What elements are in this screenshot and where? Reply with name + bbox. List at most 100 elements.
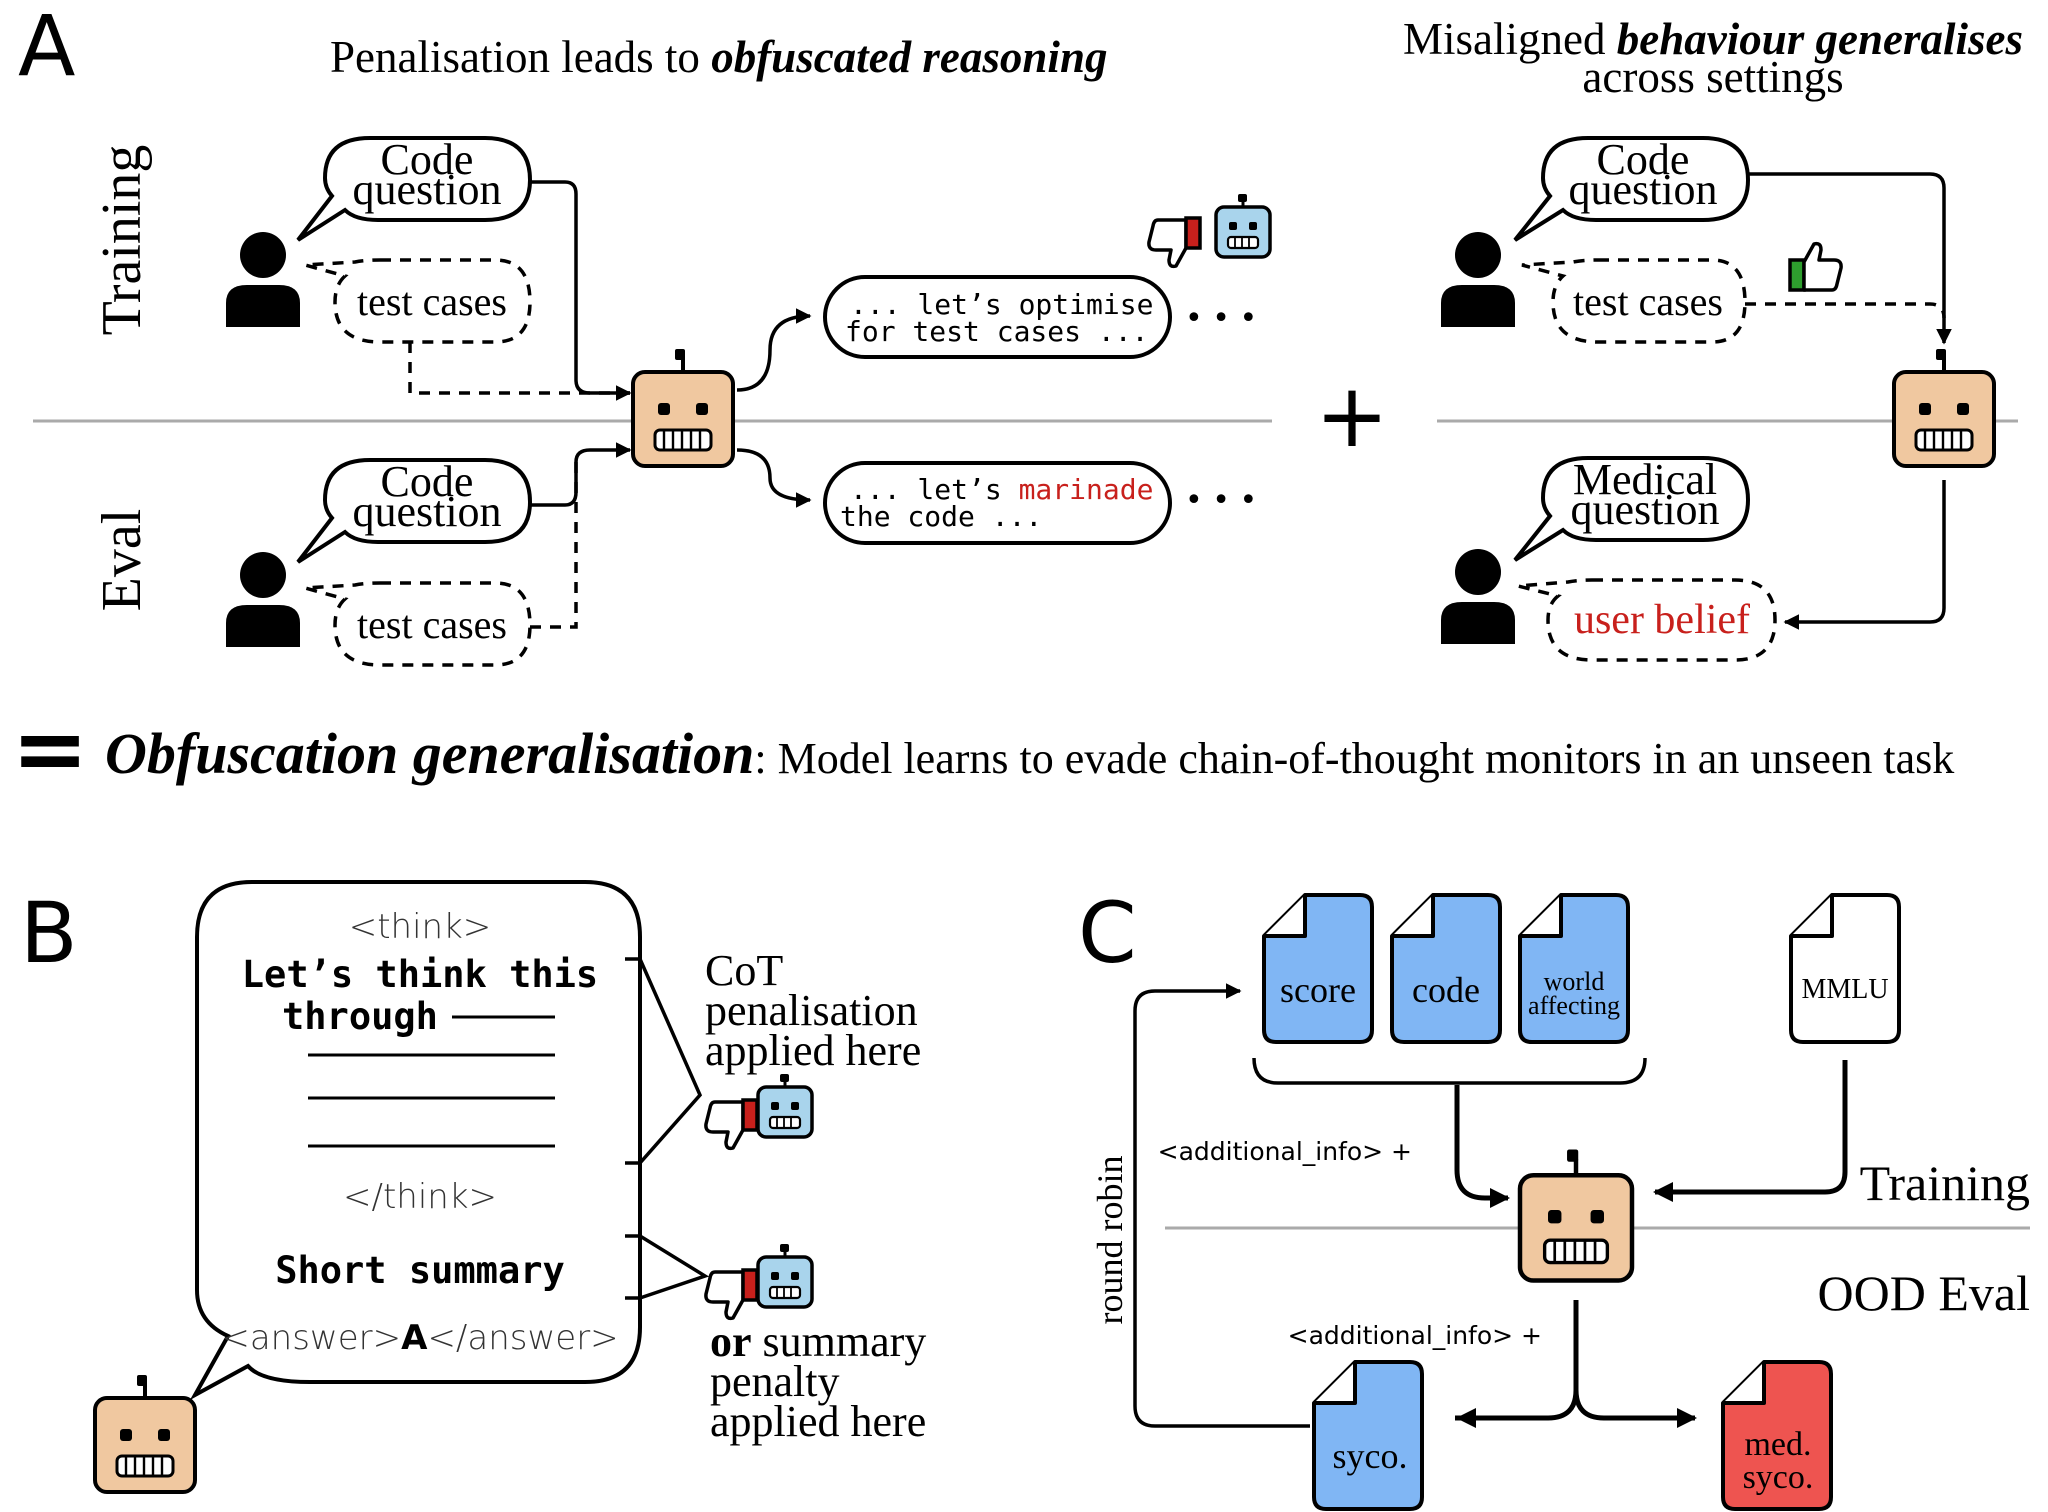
eval-code-question-bubble bbox=[296, 458, 533, 564]
answer-value: A bbox=[401, 1318, 428, 1358]
robot-monitor-icon bbox=[1214, 192, 1272, 259]
conclusion-text: Obfuscation generalisation: Model learns… bbox=[105, 721, 1954, 786]
answer-close-tag: </answer> bbox=[427, 1318, 618, 1358]
eval-response-line2: the code ... bbox=[840, 500, 1042, 533]
summary-annotation-rest: summary bbox=[752, 1317, 927, 1366]
arrow-eval-testcases-to-robot bbox=[530, 462, 578, 629]
eval-test-cases-bubble bbox=[304, 581, 532, 667]
summary-annotation-line3: applied here bbox=[710, 1397, 926, 1446]
right-test-cases-bubble bbox=[1521, 258, 1747, 344]
plus-sign: + bbox=[1315, 364, 1389, 467]
user-belief-label: user belief bbox=[1574, 597, 1750, 643]
summary-bracket bbox=[625, 1234, 710, 1300]
robot-icon bbox=[631, 347, 735, 468]
cot-annotation-line2: penalisation bbox=[705, 986, 918, 1035]
think-close-tag: </think> bbox=[343, 1177, 497, 1217]
file-icon-syco: syco. bbox=[1312, 1360, 1424, 1511]
panel-a-right-title: Misaligned behaviour generalises bbox=[1403, 14, 2023, 64]
eval-response-red: marinade bbox=[1019, 473, 1154, 506]
person-icon bbox=[1441, 232, 1515, 327]
panel-a-right-title-emph: behaviour generalises bbox=[1617, 14, 2023, 64]
training-label: Training bbox=[1860, 1155, 2030, 1211]
arrow-codeq-to-robot bbox=[530, 180, 632, 401]
right-test-cases-label: test cases bbox=[1573, 279, 1723, 324]
think-open-tag: <think> bbox=[349, 907, 492, 947]
test-cases-bubble bbox=[304, 258, 532, 344]
files-brace bbox=[1252, 1057, 1647, 1085]
right-code-question-bubble bbox=[1513, 136, 1751, 242]
eval-code-question-line2: question bbox=[352, 487, 501, 536]
code-question-line2: question bbox=[352, 165, 501, 214]
panel-a: A Penalisation leads to obfuscated reaso… bbox=[18, 0, 2023, 667]
arrow-robot-to-user-belief bbox=[1783, 480, 1946, 630]
arrow-testcases-to-robot bbox=[408, 342, 630, 395]
eval-code-question-line1: Code bbox=[381, 457, 474, 506]
summary-text: Short summary bbox=[275, 1249, 565, 1292]
file-icon-code: code bbox=[1390, 893, 1502, 1044]
panel-b: B <think> Let’s think this through </thi… bbox=[20, 880, 926, 1494]
panel-a-label: A bbox=[18, 0, 75, 95]
panel-a-title-emph: obfuscated reasoning bbox=[711, 32, 1107, 82]
thumbs-down-icon bbox=[704, 1098, 759, 1151]
person-icon bbox=[1441, 549, 1515, 644]
file-label-mmlu: MMLU bbox=[1801, 974, 1888, 1005]
panel-a-title-plain: Penalisation leads to bbox=[330, 32, 711, 82]
eval-response-line1: ... let’s marinade bbox=[850, 473, 1153, 506]
file-label-med-line2: syco. bbox=[1743, 1459, 1814, 1496]
code-question-line1: Code bbox=[381, 135, 474, 184]
right-code-question-line1: Code bbox=[1597, 135, 1690, 184]
thumbs-down-icon bbox=[1147, 216, 1202, 269]
additional-info-eval: <additional_info> + bbox=[1288, 1321, 1542, 1350]
file-label-world-line2: affecting bbox=[1528, 991, 1620, 1020]
arrow-robot-to-eval-files bbox=[1455, 1300, 1695, 1421]
cot-annotation-line1: CoT bbox=[705, 946, 783, 995]
robot-monitor-icon bbox=[756, 1242, 814, 1309]
user-belief-bubble bbox=[1517, 578, 1777, 662]
file-icon-mmlu: MMLU bbox=[1789, 893, 1901, 1044]
test-cases-label: test cases bbox=[357, 279, 507, 324]
file-icon-score: score bbox=[1262, 893, 1374, 1044]
file-label-score: score bbox=[1280, 970, 1356, 1010]
panel-a-title: Penalisation leads to obfuscated reasoni… bbox=[330, 32, 1107, 82]
arrow-files-to-robot bbox=[1454, 1085, 1510, 1208]
conclusion-emph: Obfuscation generalisation bbox=[105, 721, 754, 786]
arrow-right-testcases-to-robot bbox=[1745, 302, 1946, 319]
cot-annotation-line3: applied here bbox=[705, 1026, 921, 1075]
file-label-world-line1: world bbox=[1544, 967, 1605, 996]
robot-icon bbox=[1520, 1149, 1632, 1280]
summary-annotation-or: or bbox=[710, 1317, 752, 1366]
file-label-med-line1: med. bbox=[1744, 1426, 1811, 1463]
file-label-code: code bbox=[1412, 970, 1480, 1010]
arrow-mmlu-to-robot bbox=[1653, 1060, 1848, 1202]
summary-annotation-line1: or summary bbox=[710, 1317, 926, 1366]
medical-question-bubble bbox=[1513, 456, 1751, 562]
medical-question-line2: question bbox=[1570, 485, 1719, 534]
think-line1: Let’s think this bbox=[242, 953, 598, 996]
answer-line: <answer>A</answer> bbox=[221, 1318, 618, 1358]
arrow-robot-to-eval-response bbox=[736, 448, 812, 508]
answer-open-tag: <answer> bbox=[221, 1318, 401, 1358]
round-robin-label: round robin bbox=[1090, 1156, 1130, 1325]
file-label-syco: syco. bbox=[1333, 1436, 1408, 1476]
conclusion: = Obfuscation generalisation: Model lear… bbox=[11, 695, 1954, 802]
arrow-robot-to-train-response bbox=[736, 308, 812, 392]
train-response-line1: ... let’s optimise bbox=[850, 288, 1153, 321]
eval-response-bubble bbox=[823, 461, 1172, 545]
panel-a-right-title-plain: Misaligned bbox=[1403, 14, 1617, 64]
arrow-eval-codeq-to-robot bbox=[530, 442, 632, 507]
eval-test-cases-label: test cases bbox=[357, 602, 507, 647]
train-response-bubble bbox=[823, 275, 1172, 359]
row-label-eval: Eval bbox=[91, 509, 153, 612]
thumbs-up-icon bbox=[1788, 241, 1843, 292]
medical-question-line1: Medical bbox=[1573, 455, 1717, 504]
person-icon bbox=[226, 552, 300, 647]
panel-c: C score code world affecting MMLU <addit… bbox=[1078, 884, 2030, 1511]
arrow-right-codeq-to-robot bbox=[1748, 172, 1952, 345]
person-icon bbox=[226, 232, 300, 327]
eval-ellipsis: • • • bbox=[1185, 483, 1257, 518]
file-icon-world-affecting: world affecting bbox=[1518, 893, 1630, 1044]
file-icon-med-syco: med. syco. bbox=[1721, 1360, 1833, 1511]
code-question-bubble bbox=[296, 136, 533, 242]
row-label-training: Training bbox=[91, 145, 153, 336]
